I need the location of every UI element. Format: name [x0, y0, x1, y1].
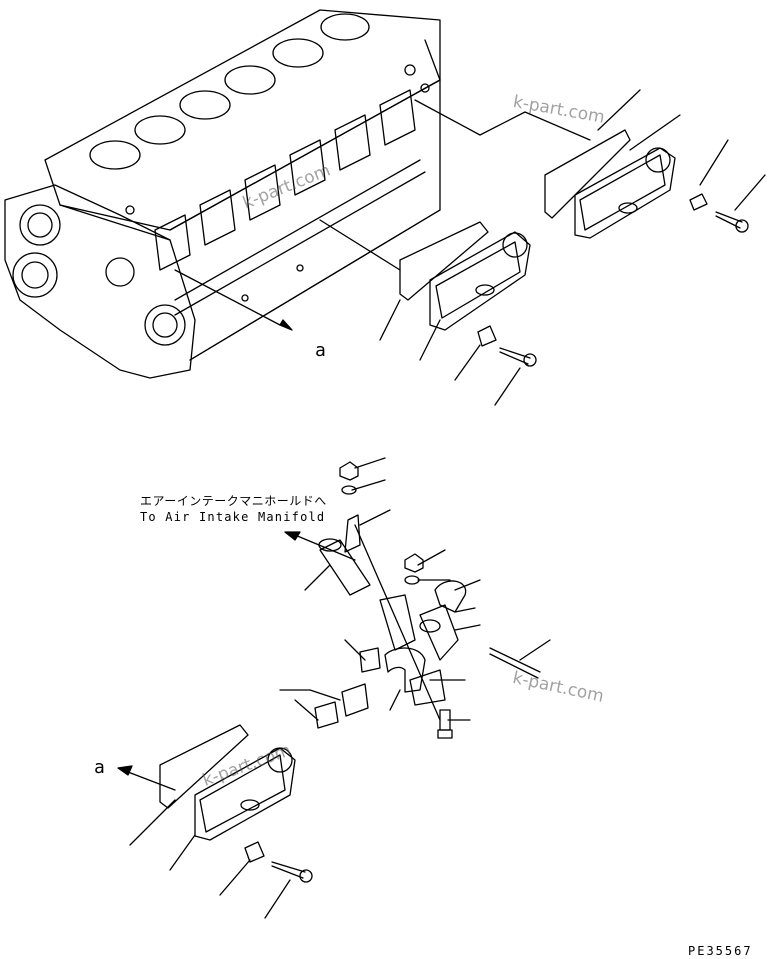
callout-a-bottom: a	[94, 757, 105, 778]
side-cover-lower-left	[159, 724, 313, 883]
callout-a-top: a	[315, 340, 326, 361]
annotation-english: To Air Intake Manifold	[140, 510, 326, 524]
side-cover-middle	[399, 221, 537, 367]
annotation-japanese: エアーインテークマニホールドへ	[140, 494, 327, 508]
cylinder-block	[4, 9, 441, 379]
piping-assembly	[284, 461, 541, 739]
side-cover-upper-right	[544, 129, 749, 239]
drawing-code: PE35567	[688, 944, 753, 958]
